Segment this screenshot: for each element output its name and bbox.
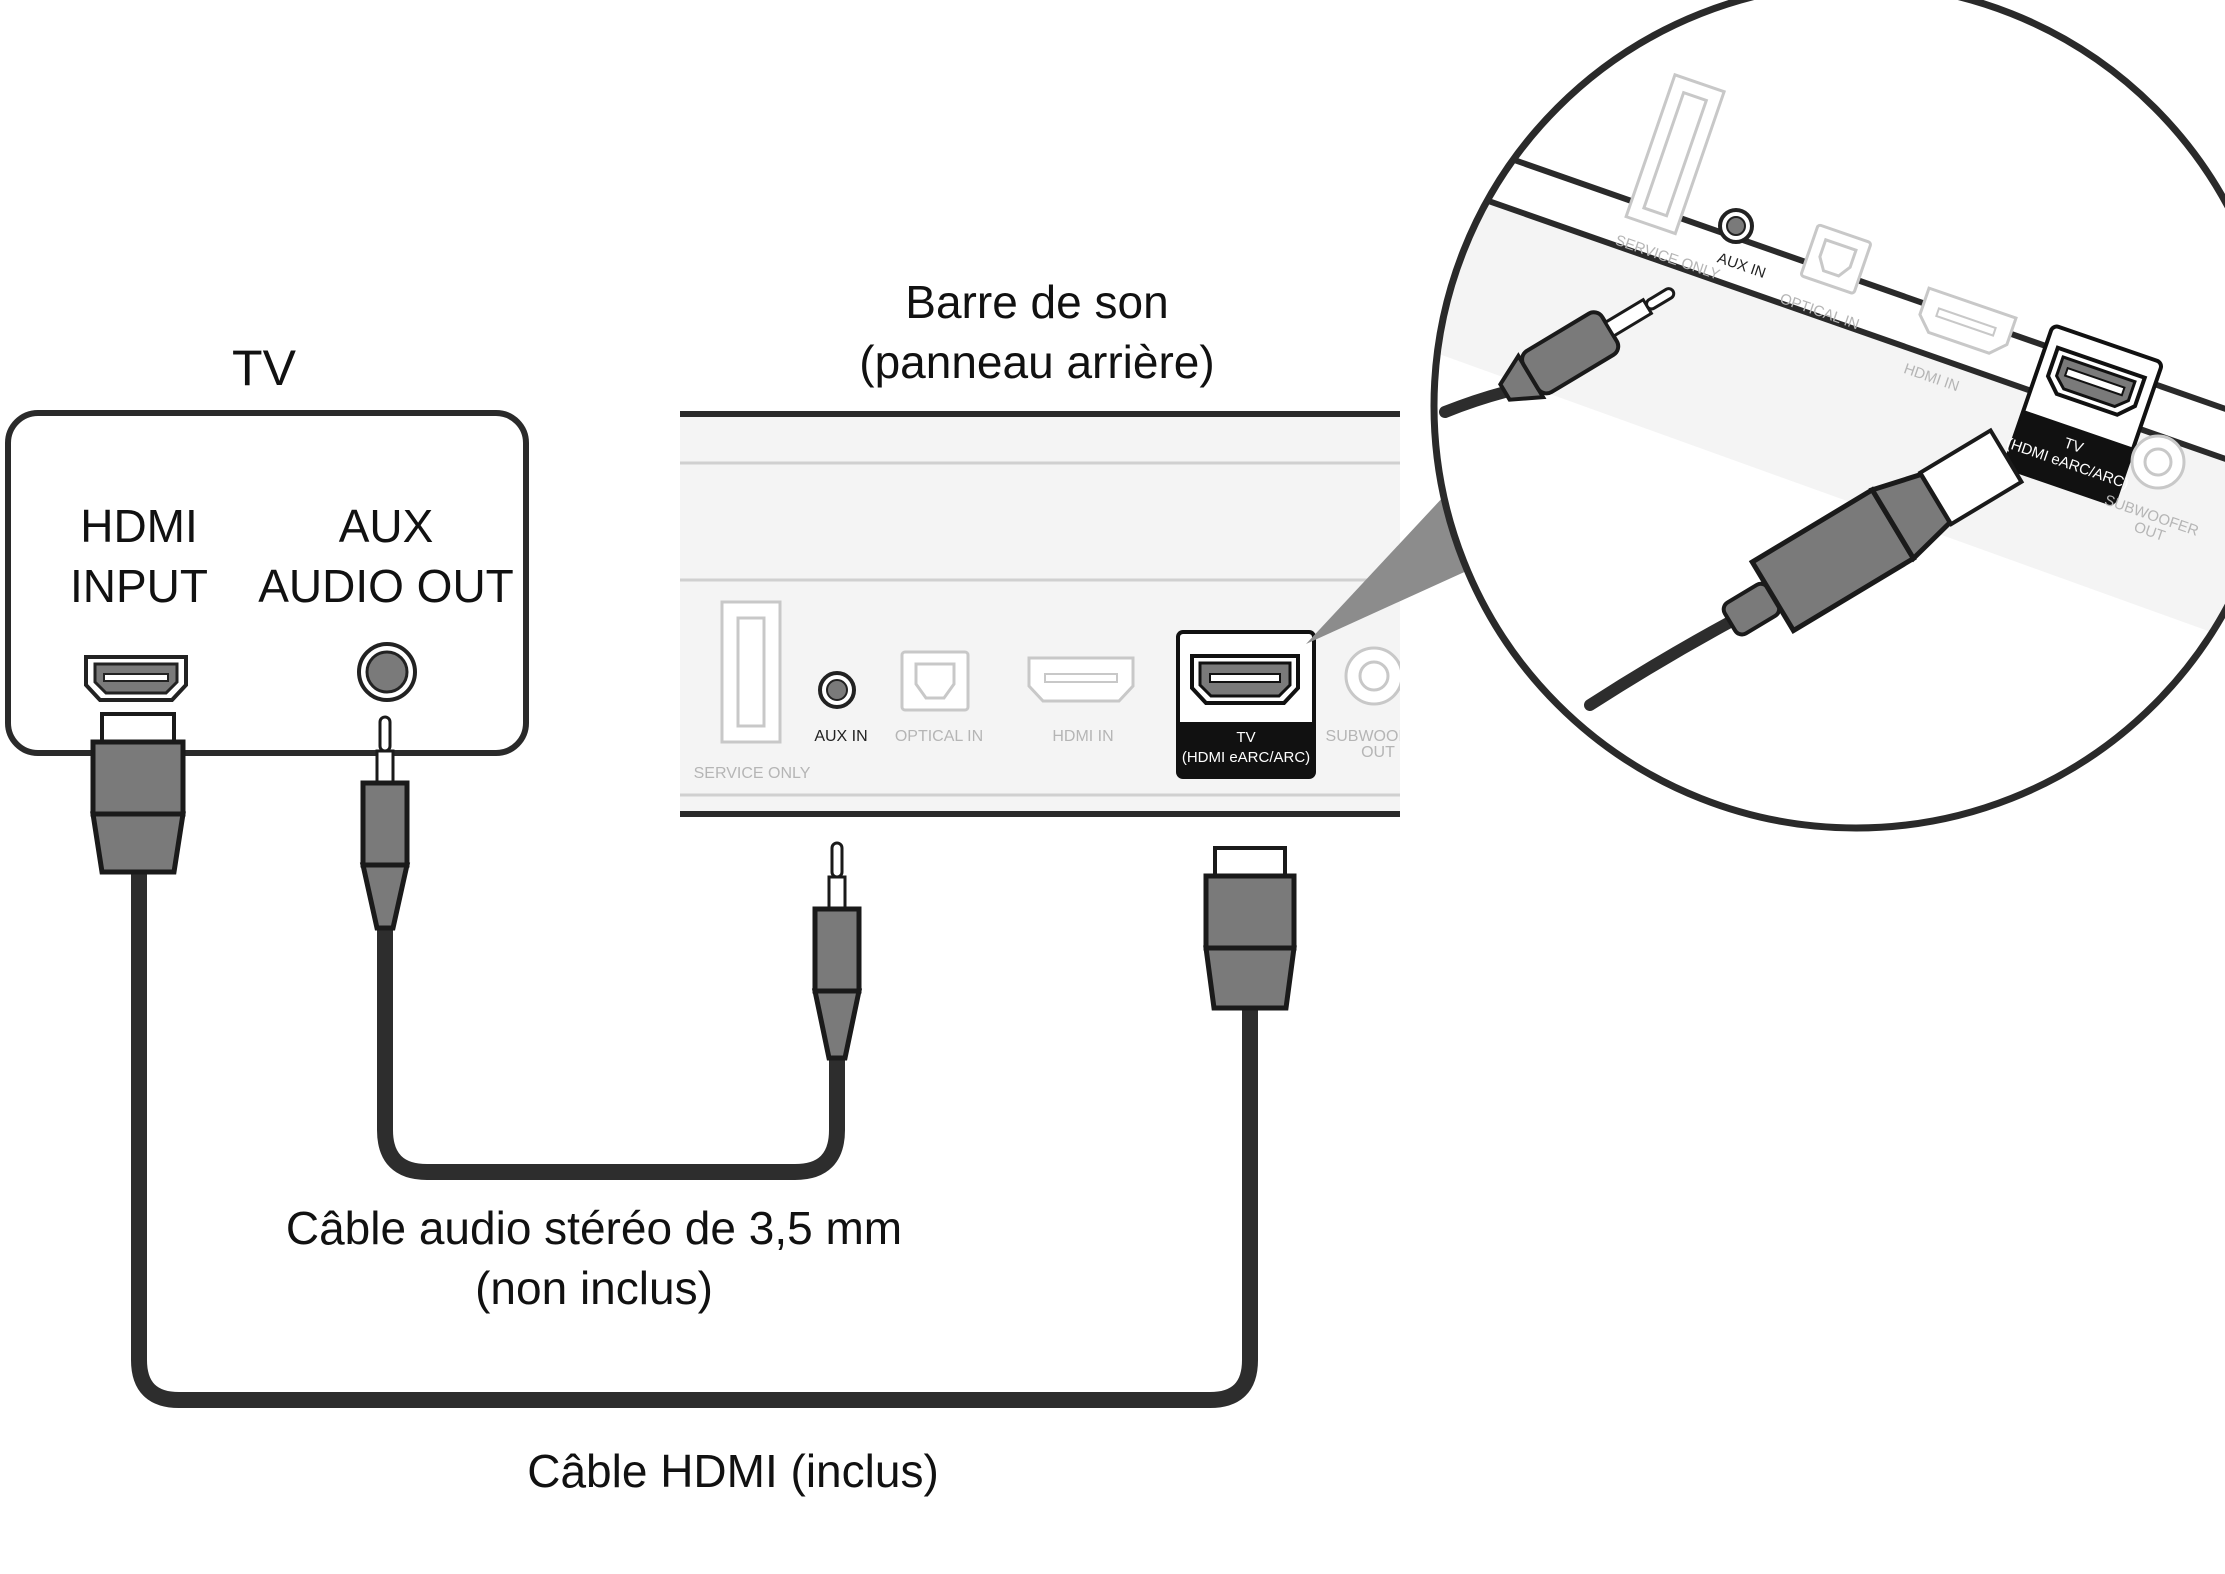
soundbar-title-line2: (panneau arrière) [859, 336, 1214, 388]
tv-device: TV HDMI INPUT AUX AUDIO OUT [5, 340, 529, 756]
tv-hdmi-label-line2: INPUT [70, 560, 208, 612]
zoom-hdmi-plug [1584, 427, 2025, 711]
aux-in-label: AUX IN [814, 728, 867, 745]
zoom-inset: SERVICE ONLY AUX IN OPTICAL IN HDMI IN [1430, 0, 2225, 832]
audio-plug-soundbar [811, 841, 863, 1061]
tv-earc-label-line1: TV [1236, 729, 1255, 746]
optical-in-label: OPTICAL IN [895, 728, 983, 745]
zoom-optical-port [1800, 223, 1872, 295]
tv-earc-port [1176, 630, 1316, 779]
subwoofer-out-label-line1: SUBWOOFER [1326, 728, 1431, 745]
hdmi-plug-tv [90, 712, 186, 875]
tv-title: TV [232, 340, 297, 396]
soundbar-rear-panel: SERVICE ONLY AUX IN OPTICAL IN HDMI IN T… [680, 411, 1431, 817]
zoom-tv-earc-label-line1: TV [2062, 435, 2086, 457]
hdmi-plug-soundbar [1203, 846, 1297, 1011]
tv-hdmi-label-line1: HDMI [80, 500, 198, 552]
zoom-audio-plug [1439, 287, 1676, 418]
zoom-service-port [1624, 72, 1727, 236]
audio-plug-tv [359, 715, 411, 931]
hdmi-in-port [1027, 656, 1135, 703]
audio-cable-label-line2: (non inclus) [475, 1262, 713, 1314]
tv-earc-label-line2: (HDMI eARC/ARC) [1182, 749, 1310, 766]
optical-in-port [900, 650, 970, 712]
service-port-label: SERVICE ONLY [694, 765, 811, 782]
zoom-hdmi-in-port [1918, 286, 2018, 355]
tv-aux-label-line1: AUX [339, 500, 434, 552]
hdmi-in-label: HDMI IN [1052, 728, 1113, 745]
zoom-tv-earc-port [2003, 324, 2164, 505]
zoom-subwoofer-port [2130, 434, 2186, 490]
zoom-callout-beam [1306, 495, 1471, 644]
audio-cable [377, 912, 845, 1180]
zoom-aux-port [1718, 208, 1754, 244]
hdmi-cable [131, 862, 1258, 1408]
hdmi-cable-label: Câble HDMI (inclus) [527, 1445, 939, 1497]
tv-aux-label-line2: AUDIO OUT [258, 560, 514, 612]
soundbar-title-line1: Barre de son [905, 276, 1168, 328]
subwoofer-out-label-line2: OUT [1361, 744, 1395, 761]
subwoofer-out-port [1344, 646, 1400, 706]
aux-in-port [818, 671, 856, 709]
audio-cable-label-line1: Câble audio stéréo de 3,5 mm [286, 1202, 902, 1254]
service-port [720, 600, 782, 744]
tv-aux-port [357, 642, 417, 702]
